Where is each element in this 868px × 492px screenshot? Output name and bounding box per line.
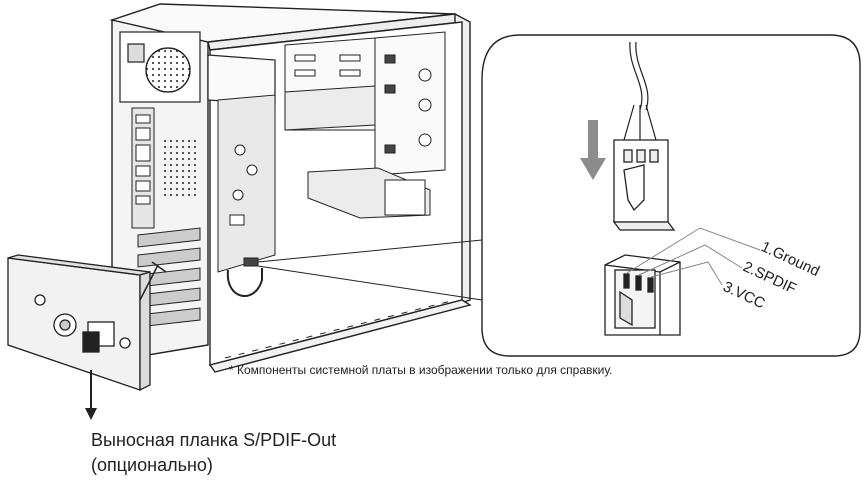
zoom-callout	[481, 34, 861, 357]
down-arrow-icon	[85, 370, 97, 420]
caption-line-2: (опционально)	[91, 455, 213, 475]
spdif-cable	[623, 41, 657, 141]
pin-leader-lines	[626, 227, 761, 286]
bracket-screw-icon	[119, 337, 131, 349]
rear-io-panel	[131, 107, 196, 229]
zoom-lines	[257, 239, 483, 301]
drive-bays	[284, 31, 446, 219]
insert-arrow-icon	[580, 120, 606, 180]
caption-line-1: Выносная планка S/PDIF-Out	[91, 430, 337, 450]
cable-plug	[612, 139, 676, 231]
footnote: * Компоненты системной платы в изображен…	[229, 363, 613, 377]
bracket-caption: Выносная планка S/PDIF-Out (опционально)	[91, 428, 336, 478]
bracket-screw-icon	[34, 294, 46, 306]
spdif-header	[604, 254, 681, 336]
motherboard	[217, 94, 276, 297]
power-supply	[119, 31, 276, 106]
spdif-bracket	[7, 254, 167, 392]
